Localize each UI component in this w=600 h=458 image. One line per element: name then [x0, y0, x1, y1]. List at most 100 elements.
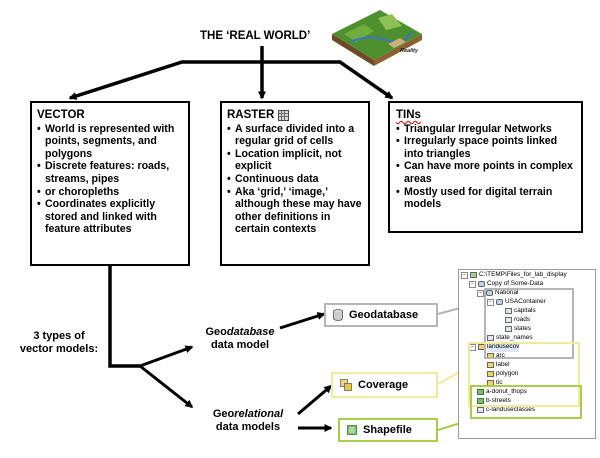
geodatabase-model-prefix: Geo — [205, 326, 227, 338]
tree-item-label: state_names — [496, 334, 533, 341]
tree-item-label: Copy of Some-Data — [487, 280, 544, 287]
tree-item-label: National — [495, 289, 519, 296]
vector-models-label-line1: 3 types of — [33, 330, 85, 342]
georelational-model-line2: data models — [215, 421, 281, 433]
georelational-model-label: Georelational data models — [198, 408, 298, 434]
feature-class-icon — [505, 326, 512, 333]
arrow-to-geodatabase-model — [139, 345, 194, 368]
dataset-icon — [486, 290, 493, 297]
tins-bullet: Triangular Irregular Networks — [396, 123, 575, 136]
table-icon — [477, 407, 484, 414]
tree-item-label: polygon — [496, 370, 519, 377]
arrow-to-geodatabase — [279, 312, 326, 330]
tree-item-geodatabase[interactable]: − Copy of Some-Data — [469, 280, 543, 289]
shapefile-label: Shapefile — [363, 424, 412, 436]
georelational-model-prefix: Geo — [212, 408, 235, 420]
tree-item-states[interactable]: states — [505, 325, 531, 334]
reality-terrain-image: Reality — [332, 10, 422, 66]
vector-model-stem — [108, 266, 140, 368]
tree-item-label: roads — [514, 316, 530, 323]
arrow-to-coverage — [297, 384, 333, 416]
folder-icon — [470, 272, 477, 279]
raster-bullet: A surface divided into a regular grid of… — [227, 123, 363, 148]
vector-box: VECTOR World is represented with points,… — [30, 101, 190, 266]
tree-item-label: capitals — [514, 307, 536, 314]
geodatabase-model-italic: database — [226, 326, 275, 338]
database-icon — [333, 309, 343, 321]
vector-bullet: Discrete features: roads, streams, pipes — [37, 160, 183, 185]
tree-item-label: states — [514, 325, 532, 332]
geodatabase-model-label: Geodatabase data model — [198, 326, 282, 352]
vector-models-label: 3 types of vector models: — [14, 330, 104, 356]
collapse-icon[interactable]: − — [487, 298, 494, 306]
tree-item-usacontainer[interactable]: − USAContainer — [487, 298, 546, 307]
shapefile-box: Shapefile — [338, 418, 438, 442]
table-icon — [487, 335, 494, 342]
tins-bullet: Mostly used for digital terrain models — [396, 186, 575, 211]
shapefile-icon — [477, 389, 484, 396]
tree-item-label: c-landuseclasses — [486, 406, 536, 413]
tree-coverage-highlight — [468, 342, 580, 407]
tree-item-label: tic — [496, 379, 503, 386]
arrow-to-georelational-model — [139, 364, 194, 409]
vector-bullet: World is represented with points, segmen… — [37, 123, 183, 161]
label-icon — [487, 362, 494, 369]
raster-bullet: Continuous data — [227, 173, 363, 186]
tree-item-roads[interactable]: roads — [505, 316, 530, 325]
tree-shapefile-highlight — [470, 385, 582, 419]
feature-class-icon — [505, 317, 512, 324]
tree-item-bstreets[interactable]: b-streets — [477, 397, 511, 406]
geodatabase-label: Geodatabase — [349, 309, 419, 321]
coverage-box: Coverage — [331, 372, 438, 398]
geodatabase-model-line2: data model — [210, 339, 270, 351]
tree-item-label: C:\TEMP\Files_for_lab_display — [479, 271, 567, 278]
coverage-label: Coverage — [358, 379, 409, 391]
tins-bullet: Irregularly space points linked into tri… — [396, 135, 575, 160]
tree-item-donut[interactable]: a-donut_thops — [477, 388, 527, 397]
grid-icon — [278, 109, 290, 121]
shapefile-icon — [347, 425, 357, 435]
geodatabase-icon — [478, 281, 485, 288]
raster-box: RASTER A surface divided into a regular … — [220, 101, 370, 266]
tree-item-capitals[interactable]: capitals — [505, 307, 536, 316]
tins-box: TINs Triangular Irregular Networks Irreg… — [388, 101, 583, 233]
tins-bullet: Can have more points in complex areas — [396, 160, 575, 185]
georelational-model-italic: relational — [234, 408, 284, 420]
vector-models-label-line2: vector models: — [19, 343, 99, 355]
tree-item-label: USAContainer — [505, 298, 546, 305]
raster-heading: RASTER — [227, 109, 275, 121]
tree-item-landusecov[interactable]: − landusecov — [469, 343, 520, 352]
collapse-icon[interactable]: − — [477, 289, 484, 297]
arrow-to-tins — [262, 60, 394, 100]
geodatabase-box: Geodatabase — [324, 303, 438, 327]
collapse-icon[interactable]: − — [469, 280, 476, 288]
raster-bullet: Location implicit, not explicit — [227, 148, 363, 173]
tree-item-label: arc — [496, 352, 505, 359]
tree-item-label: a-donut_thops — [486, 388, 527, 395]
polygon-icon — [487, 371, 494, 378]
reality-caption: Reality — [400, 48, 419, 54]
raster-bullet: Aka ‘grid,’ ‘image,’ although these may … — [227, 186, 363, 236]
tree-item-classes[interactable]: c-landuseclasses — [477, 406, 535, 415]
tree-item-polygon[interactable]: polygon — [487, 370, 518, 379]
tree-item-label: b-streets — [486, 397, 511, 404]
vector-heading: VECTOR — [37, 109, 85, 121]
tree-item-label: label — [496, 361, 510, 368]
dataset-icon — [496, 299, 503, 306]
feature-class-icon — [505, 308, 512, 315]
tree-item-label: landusecov — [487, 343, 520, 352]
shapefile-icon — [477, 398, 484, 405]
vector-bullet: or choropleths — [37, 186, 183, 199]
coverage-icon — [340, 379, 352, 391]
tree-geodatabase-highlight — [484, 288, 574, 359]
arrow-to-vector — [68, 46, 264, 100]
tree-item-root[interactable]: − C:\TEMP\Files_for_lab_display — [461, 271, 567, 280]
tins-heading: TINs — [396, 109, 421, 121]
tree-item-national[interactable]: − National — [477, 289, 518, 298]
collapse-icon[interactable]: − — [461, 271, 468, 279]
tree-item-label-class[interactable]: label — [487, 361, 510, 370]
diagram-title: THE ‘REAL WORLD’ — [200, 30, 311, 42]
vector-bullet: Coordinates explicitly stored and linked… — [37, 198, 183, 236]
tree-item-state-names[interactable]: state_names — [487, 334, 533, 343]
